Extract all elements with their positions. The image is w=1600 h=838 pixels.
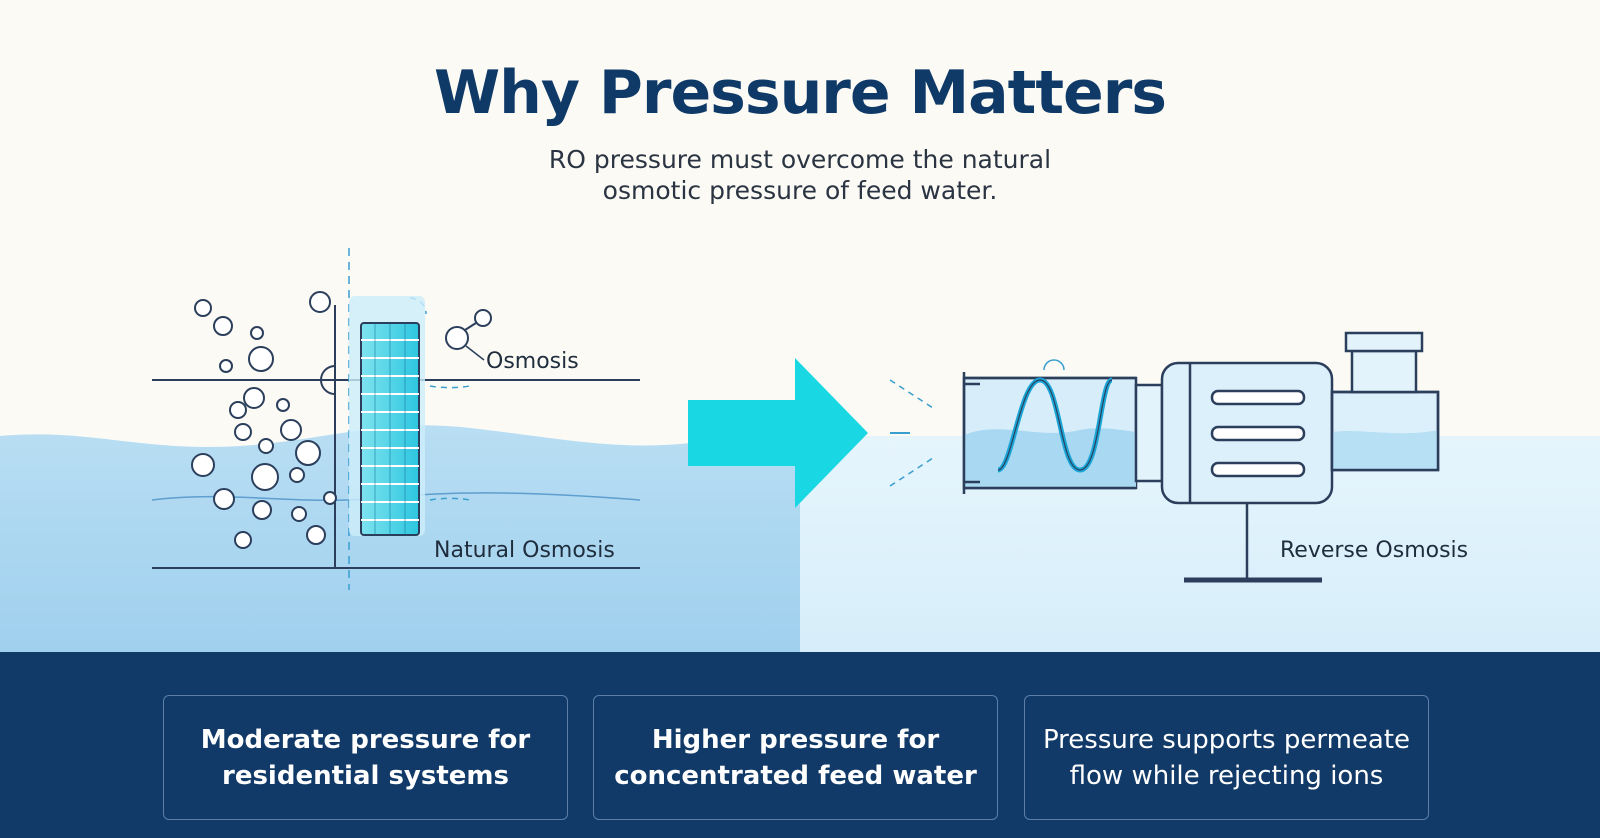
page-title: Why Pressure Matters (433, 58, 1167, 128)
info-card-residential: Moderate pressure for residential system… (163, 695, 568, 820)
molecule-bubbles-icon (191, 291, 492, 549)
info-band (0, 652, 1600, 838)
card-line: residential systems (222, 760, 509, 791)
card-line: Pressure supports permeate (1042, 724, 1411, 755)
page-subtitle: RO pressure must overcome the natural os… (500, 144, 1100, 206)
info-card-permeate: Pressure supports permeate flow while re… (1024, 695, 1429, 820)
reverse-osmosis-pump-icon (889, 331, 1440, 583)
subtitle-line: osmotic pressure of feed water. (602, 176, 998, 205)
osmosis-scene (0, 248, 1600, 652)
osmosis-label: Osmosis (486, 349, 579, 374)
reverse-osmosis-label: Reverse Osmosis (1280, 538, 1469, 563)
card-line: Higher pressure for (651, 724, 940, 755)
subtitle-line: RO pressure must overcome the natural (548, 145, 1052, 174)
card-line: Moderate pressure for (200, 724, 531, 755)
card-line: flow while rejecting ions (1069, 760, 1384, 791)
membrane-icon (349, 296, 425, 536)
direction-arrow-icon (688, 358, 868, 508)
natural-osmosis-label: Natural Osmosis (434, 538, 615, 563)
info-card-concentrated: Higher pressure for concentrated feed wa… (593, 695, 998, 820)
left-water (0, 425, 800, 652)
card-line: concentrated feed water (614, 760, 977, 791)
